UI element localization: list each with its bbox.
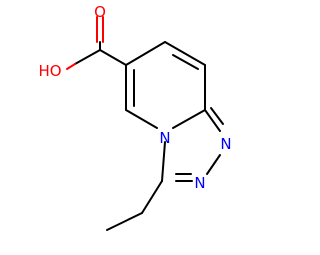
bond-c8a-n1 [204, 109, 221, 132]
bond-c7-c8 [164, 41, 206, 66]
bond-c-ring [99, 49, 127, 66]
bond-c6-c7 [125, 41, 166, 66]
structure-drawing: O HO N N N [38, 3, 232, 231]
atom-label-triazole-n2: N [194, 174, 205, 192]
atom-label-triazole-n1: N [220, 135, 231, 153]
bond-ethyl [106, 212, 143, 231]
bond-c3-n4 [161, 141, 166, 182]
bond-n4-c5 [125, 109, 158, 129]
bond-n1-n2 [206, 154, 221, 175]
bond-c-oh [74, 49, 101, 65]
molecule-canvas: O HO N N N [38, 3, 232, 231]
atom-label-hydroxyl: HO [38, 62, 61, 80]
bond-oh-red [66, 63, 76, 70]
bond-c8a-n4 [172, 109, 206, 129]
bond-c7-c8-inner [172, 54, 199, 70]
atom-label-carbonyl-o: O [94, 3, 106, 21]
bond-c3-ethyl [141, 180, 163, 214]
bond-set [66, 16, 224, 231]
atom-label-bridgehead-n: N [159, 129, 170, 147]
bond-c8a-n1-inner [210, 107, 224, 125]
